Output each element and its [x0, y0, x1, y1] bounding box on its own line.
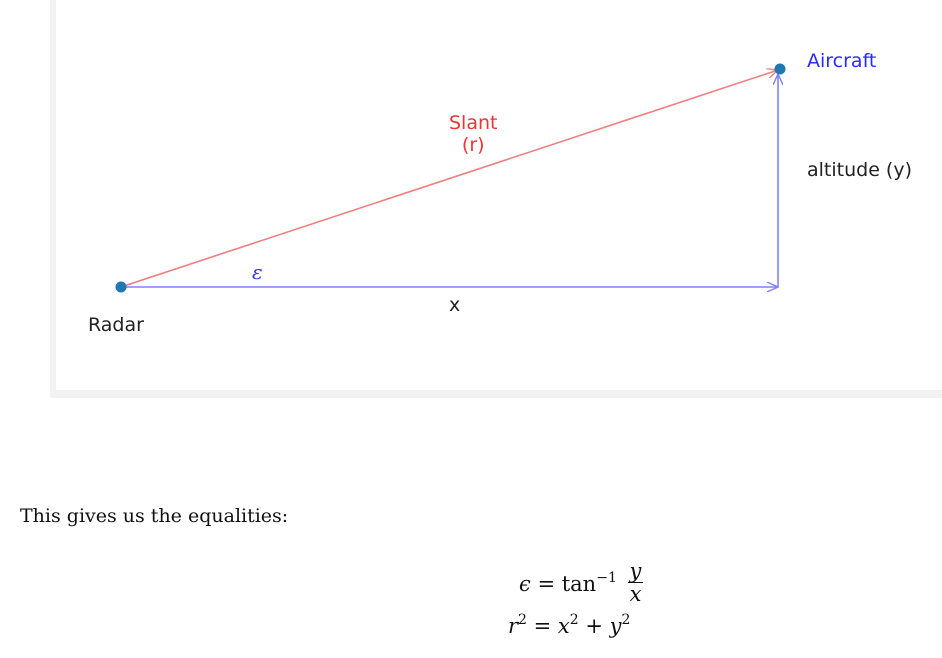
eq2-y: y [609, 614, 622, 638]
altitude-label: altitude (y) [807, 159, 913, 181]
aircraft-point [774, 63, 786, 75]
eq2-y-power: 2 [621, 612, 631, 628]
eq2-equals: = [526, 614, 558, 638]
intro-text: This gives us the equalities: [20, 505, 289, 527]
figure-canvas [56, 0, 942, 390]
slant-label-line2: (r) [461, 134, 485, 156]
equation-angle: ϵ = tan−1 y x [519, 559, 644, 608]
x-label: x [449, 294, 461, 316]
fraction-numerator: y [627, 559, 644, 583]
epsilon-symbol: ϵ [519, 572, 531, 596]
eq2-r: r [508, 614, 519, 638]
radar-label: Radar [88, 314, 144, 336]
eq2-r-power: 2 [518, 612, 527, 628]
radar-point [115, 281, 127, 293]
slant-label-line1: Slant [449, 112, 498, 134]
angle-label: ε [252, 260, 263, 284]
fraction-y-over-x: y x [627, 559, 644, 606]
eq1-tan: = tan [537, 572, 597, 596]
eq1-power: −1 [596, 570, 617, 586]
eq2-x: x [557, 614, 570, 638]
slant-line [120, 70, 778, 288]
equation-pythagoras: r2 = x2 + y2 [508, 612, 631, 638]
eq2-plus: + [578, 614, 610, 638]
slant-label: Slant (r) [449, 112, 497, 156]
radar-geometry-diagram [115, 63, 786, 293]
aircraft-label: Aircraft [807, 50, 877, 72]
fraction-denominator: x [629, 582, 642, 606]
eq2-x-power: 2 [569, 612, 579, 628]
